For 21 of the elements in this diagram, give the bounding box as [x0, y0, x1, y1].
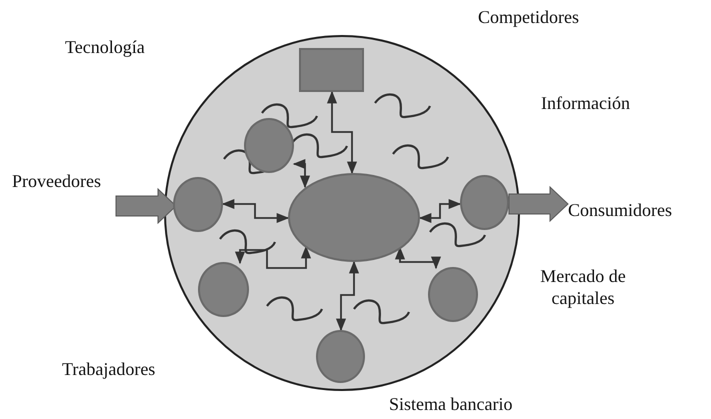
arrow — [394, 246, 442, 270]
text-label: Sistema bancario — [389, 393, 512, 415]
text-label: Mercado de capitales — [539, 265, 627, 309]
arrow — [222, 198, 290, 224]
arrow — [336, 260, 360, 332]
circle-shape — [198, 262, 249, 317]
rectangle-shape — [299, 48, 364, 92]
node-label: Proveedores — [12, 169, 136, 209]
text-label: Información — [541, 92, 630, 114]
text-label: Tecnología — [65, 36, 145, 58]
arrow — [418, 198, 462, 224]
circle-shape — [173, 177, 223, 232]
arrow — [326, 90, 358, 174]
circle-shape — [244, 118, 294, 173]
text-label: Trabajadores — [62, 358, 156, 380]
arrow — [234, 246, 312, 269]
circle-shape — [428, 267, 478, 322]
text-label: Competidores — [478, 6, 579, 28]
arrow — [292, 158, 310, 188]
block-arrow — [508, 186, 569, 222]
node-label: Consumidores — [568, 198, 710, 222]
